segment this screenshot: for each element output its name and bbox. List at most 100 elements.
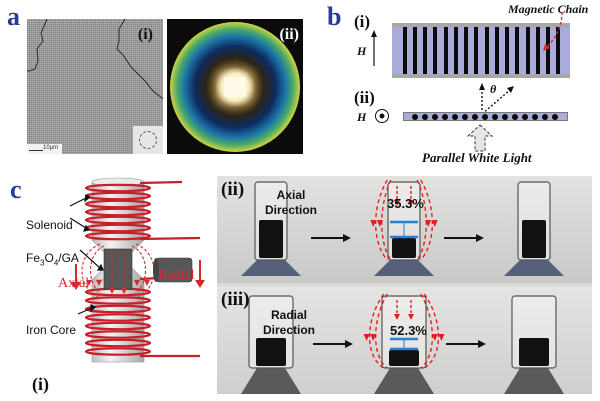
magnetic-particle: [482, 114, 488, 120]
diffraction-ring-image: (ii): [167, 19, 303, 154]
field-arrow-head: [431, 334, 438, 341]
magnetic-chain: [412, 27, 417, 74]
field-label-b-ii: H: [357, 110, 367, 124]
vial-stand: [504, 260, 564, 276]
vial-stand: [241, 260, 301, 276]
coil-turn: [84, 304, 152, 314]
magnetic-chain: [433, 27, 438, 74]
graphene-aerogel-sample: [389, 350, 419, 366]
magnetic-chain: [453, 27, 458, 74]
magnetic-particle: [452, 114, 458, 120]
magnetic-particle: [422, 114, 428, 120]
coil-turn: [84, 313, 152, 322]
coil-turn: [84, 347, 152, 356]
particle-layer: [403, 112, 568, 121]
sem-image-panel: (i) 10μm: [27, 19, 163, 154]
white-light-arrow-icon: [466, 124, 494, 152]
sub-label-c-iii: (iii): [221, 289, 250, 310]
process-arrow-head: [343, 234, 351, 242]
coil-turn: [84, 231, 152, 241]
sub-label-a-i: (i): [137, 26, 153, 43]
magnetic-chain: [546, 27, 551, 74]
vial-stand: [241, 368, 301, 394]
panel-b-letter: b: [327, 2, 342, 31]
field-arrow-head: [363, 334, 370, 341]
magnetic-chain: [423, 27, 428, 74]
magnetic-particle: [412, 114, 418, 120]
field-up-arrow-icon: [371, 30, 377, 66]
axial-label: Axial: [58, 276, 90, 291]
magnetic-chain: [464, 27, 469, 74]
field-arrow-head: [376, 220, 383, 227]
coil-turn: [84, 330, 152, 339]
magnetic-particle: [492, 114, 498, 120]
solenoid-label: Solenoid: [26, 218, 73, 232]
coil-turn: [84, 338, 152, 348]
magnetic-particle: [522, 114, 528, 120]
coil-turn: [84, 296, 152, 305]
field-arrow-head: [370, 334, 377, 341]
field-arrow-head: [370, 220, 377, 227]
magnetic-particle: [472, 114, 478, 120]
graphene-aerogel-sample: [256, 338, 286, 366]
inner-field-arrow-head: [394, 314, 400, 320]
magnetic-chain-array: [392, 23, 570, 78]
theta-label: θ: [490, 82, 497, 96]
magnetic-particle: [512, 114, 518, 120]
coil-turn: [84, 207, 152, 217]
field-label-b-i: H: [357, 44, 367, 58]
radial-row-drawing: [241, 293, 564, 394]
magnetic-field-line: [423, 293, 440, 369]
magnetic-particle: [552, 114, 558, 120]
magnetic-field-line: [374, 179, 388, 261]
magnetic-chain-label: Magnetic Chain: [508, 2, 589, 16]
inner-field-arrow-head: [394, 200, 400, 206]
axial-compression-value: 35.3%: [387, 196, 424, 211]
field-out-of-page-icon: [375, 109, 389, 123]
magnetic-field-line: [374, 293, 388, 369]
magnetic-field-line: [368, 293, 385, 369]
inner-field-arrow-head: [408, 314, 414, 320]
process-arrow-head: [476, 234, 484, 242]
scale-bar-label: 10μm: [43, 145, 59, 151]
magnetic-field-line: [420, 293, 434, 369]
magnetic-particle: [442, 114, 448, 120]
magnetic-chain: [525, 27, 530, 74]
magnetic-field-line: [381, 179, 392, 261]
sub-label-a-ii: (ii): [279, 26, 299, 43]
magnetic-chain: [474, 27, 479, 74]
magnetic-particle: [542, 114, 548, 120]
radial-compression-value: 52.3%: [390, 323, 427, 338]
parallel-white-light-label: Parallel White Light: [422, 150, 532, 165]
radial-label: Radial: [158, 268, 195, 283]
vial-stand: [374, 260, 434, 276]
magnetic-particle: [502, 114, 508, 120]
coil-turn: [84, 215, 152, 225]
coil-turn: [84, 321, 152, 331]
process-arrow-head: [345, 340, 353, 348]
fft-inset: [133, 126, 163, 154]
inner-field-arrow-head: [408, 200, 414, 206]
panel-a-letter: a: [7, 2, 20, 31]
magnetic-chain: [505, 27, 510, 74]
magnetic-particle: [532, 114, 538, 120]
magnetic-chain-pointer-arrow-icon: [543, 11, 563, 51]
sub-label-b-i: (i): [354, 12, 371, 31]
grain-boundary-lines: [27, 19, 163, 100]
coil-turn: [84, 199, 152, 209]
diffraction-angle-arrows-icon: [479, 83, 514, 115]
coil-turn: [84, 183, 152, 193]
sample-label: Fe3O4/GA: [26, 251, 79, 268]
magnetic-chain: [484, 27, 489, 74]
graphene-aerogel-sample: [519, 338, 549, 366]
axial-row-drawing: [241, 179, 564, 276]
magnetic-chain: [515, 27, 520, 74]
iron-core-label: Iron Core: [26, 323, 77, 337]
magnetic-chain: [402, 27, 407, 74]
magnetic-chain: [556, 27, 561, 74]
sub-label-b-ii: (ii): [354, 88, 375, 107]
